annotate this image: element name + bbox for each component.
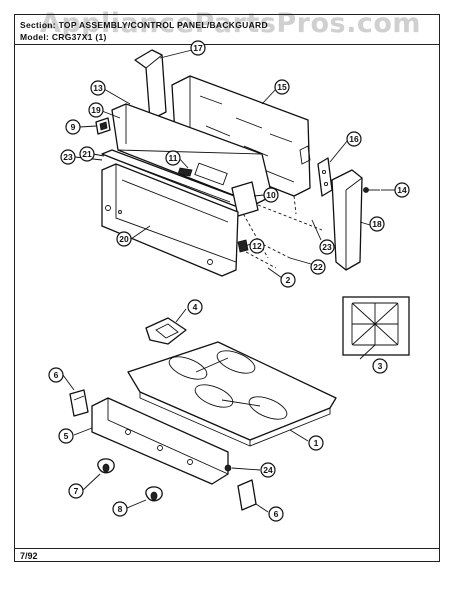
svg-text:20: 20 [119, 234, 129, 244]
svg-text:6: 6 [54, 370, 59, 380]
callout-9: 9 [65, 119, 81, 135]
part-9-clip [95, 117, 111, 135]
svg-text:23: 23 [322, 242, 332, 252]
svg-text:8: 8 [118, 504, 123, 514]
callout-17: 17 [190, 40, 206, 56]
svg-text:10: 10 [266, 190, 276, 200]
part-12-clip [237, 239, 249, 253]
part-20-front-panel [101, 163, 239, 277]
callout-10: 10 [263, 187, 279, 203]
callout-8: 8 [112, 501, 128, 517]
callout-16: 16 [346, 131, 362, 147]
watermark: AppliancePartsPros.com [40, 8, 422, 39]
part-24-screw [224, 464, 232, 472]
callout-11: 11 [165, 150, 181, 166]
callout-6-upper: 6 [48, 367, 64, 383]
callout-3: 3 [372, 358, 388, 374]
callout-18: 18 [369, 216, 385, 232]
svg-text:1: 1 [314, 438, 319, 448]
svg-text:11: 11 [169, 153, 178, 163]
callout-2: 2 [280, 272, 296, 288]
part-8-knob [145, 486, 163, 502]
callout-24: 24 [260, 462, 276, 478]
svg-text:13: 13 [93, 83, 103, 93]
callout-19: 19 [88, 102, 104, 118]
part-17-left-end-cap [134, 49, 167, 121]
svg-text:24: 24 [263, 465, 273, 475]
svg-text:14: 14 [397, 185, 407, 195]
svg-text:21: 21 [82, 149, 92, 159]
callout-12: 12 [249, 238, 265, 254]
callout-21: 21 [79, 146, 95, 162]
svg-text:5: 5 [64, 431, 69, 441]
svg-text:18: 18 [372, 219, 382, 229]
callout-5: 5 [58, 428, 74, 444]
svg-text:23: 23 [63, 152, 73, 162]
part-10-knob-panel [231, 181, 259, 217]
part-18-right-end-cap [331, 169, 363, 271]
callout-7: 7 [68, 483, 84, 499]
part-14-screw [363, 187, 380, 193]
section-title: Section: TOP ASSEMBLY/CONTROL PANEL/BACK… [20, 20, 268, 30]
svg-text:9: 9 [71, 122, 76, 132]
svg-text:6: 6 [274, 509, 279, 519]
footer-divider [14, 548, 440, 549]
callout-23-right: 23 [319, 239, 335, 255]
svg-text:15: 15 [277, 82, 287, 92]
svg-text:3: 3 [378, 361, 383, 371]
callout-4: 4 [187, 299, 203, 315]
model-number: Model: CRG37X1 (1) [20, 32, 107, 42]
callout-22: 22 [310, 259, 326, 275]
callout-15: 15 [274, 79, 290, 95]
svg-text:2: 2 [286, 275, 291, 285]
revision-date: 7/92 [20, 551, 38, 561]
callout-23-left: 23 [60, 149, 76, 165]
callout-13: 13 [90, 80, 106, 96]
part-16-bracket [317, 157, 333, 197]
part-4-burner-head [145, 317, 187, 345]
svg-text:17: 17 [193, 43, 203, 53]
header-divider [14, 44, 440, 45]
part-3-grate [342, 296, 410, 356]
part-7-knob [97, 458, 115, 474]
part-13-control-panel [111, 103, 273, 205]
diagram-frame [14, 14, 440, 562]
part-6-block [237, 479, 257, 511]
svg-text:19: 19 [91, 105, 101, 115]
svg-text:22: 22 [313, 262, 323, 272]
svg-text:4: 4 [193, 302, 198, 312]
svg-text:16: 16 [349, 134, 359, 144]
part-6-side-bracket [69, 389, 89, 417]
part-5-manifold-rail [91, 397, 229, 485]
callout-1: 1 [308, 435, 324, 451]
svg-text:7: 7 [74, 486, 79, 496]
callout-14: 14 [394, 182, 410, 198]
callout-6-lower: 6 [268, 506, 284, 522]
callout-20: 20 [116, 231, 132, 247]
svg-text:12: 12 [252, 241, 262, 251]
